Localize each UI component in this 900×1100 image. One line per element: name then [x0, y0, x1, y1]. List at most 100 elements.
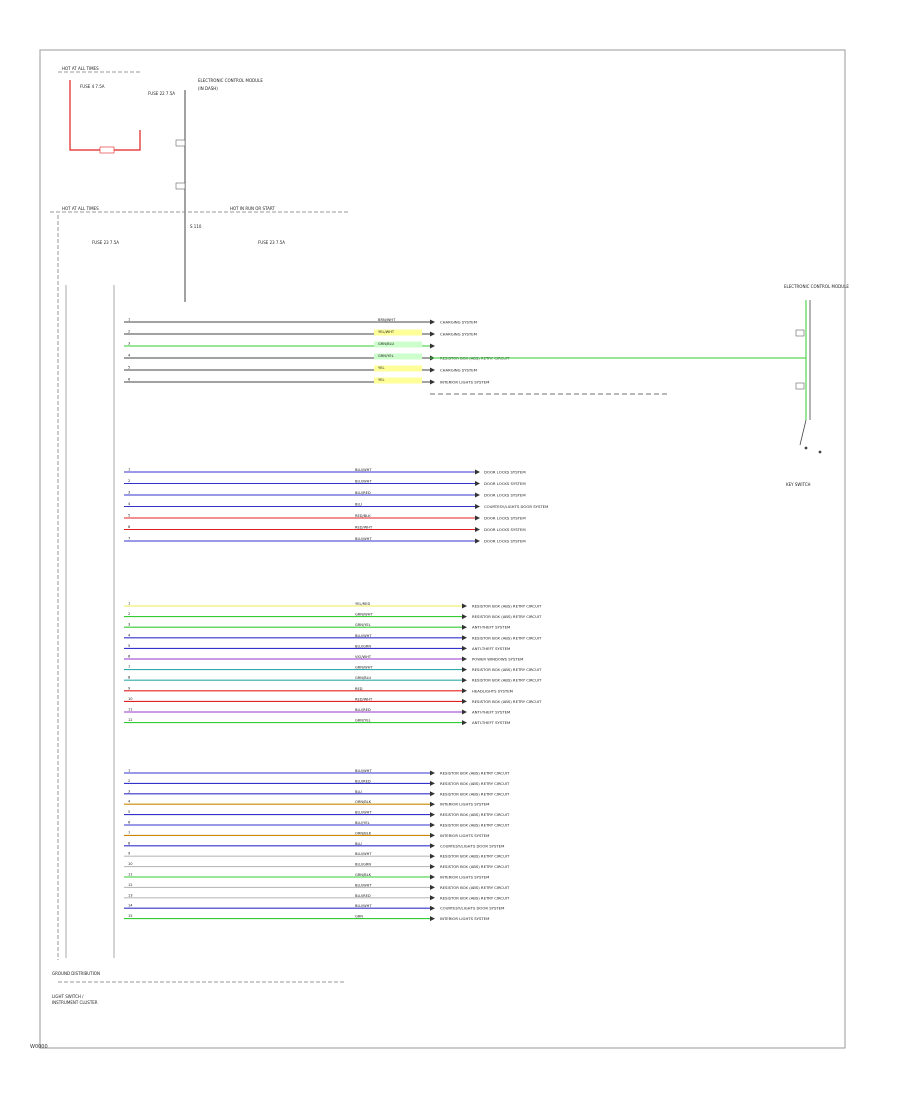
wire-color-label: VIO/WHT	[355, 655, 372, 659]
pin-number: 4	[128, 354, 131, 358]
pin-number: 7	[128, 665, 130, 669]
wire-destination: INTERIOR LIGHTS SYSTEM	[440, 833, 489, 838]
wire-color-label: GRN/WHT	[355, 666, 373, 670]
pin-number: 1	[128, 318, 130, 322]
wire-arrow	[430, 812, 435, 818]
wire-label-highlight	[374, 377, 422, 384]
wire-color-label: BLU	[355, 790, 362, 794]
wire-color-label: BLU/RED	[355, 779, 371, 783]
key-switch-section: KEY SWITCH ELECTRONIC CONTROL MODULE	[784, 284, 849, 487]
wire-arrow	[430, 331, 435, 337]
wire-color-label: ORN/BLK	[355, 831, 372, 835]
splice-label: S 110	[190, 224, 202, 229]
pin-number: 1	[128, 769, 130, 773]
wire-destination: RESISTOR BOX (ABS) RETRY CIRCUIT	[472, 635, 542, 640]
module-title-label: ELECTRONIC CONTROL MODULE	[198, 78, 263, 83]
ground-note-label: GROUND DISTRIBUTION	[52, 971, 100, 976]
wire-color-label: GRN/BLK	[355, 873, 372, 877]
wire-arrow	[462, 698, 467, 704]
red-fuse-loop	[69, 80, 141, 151]
wire-color-label: GRN/YEL	[378, 354, 394, 358]
wire-arrow	[430, 843, 435, 849]
wire-destination: INTERIOR LIGHTS SYSTEM	[440, 802, 489, 807]
pin-number: 6	[128, 378, 131, 382]
wire-color-label: BRN/WHT	[378, 318, 396, 322]
wire-color-label: GRN	[355, 915, 363, 919]
wire-arrow	[430, 780, 435, 786]
pin-number: 9	[128, 686, 131, 690]
wire-color-label: BLU/WHT	[355, 468, 372, 472]
bottom-label-2: INSTRUMENT CLUSTER	[52, 1000, 98, 1005]
hot-in-run-label: HOT IN RUN OR START	[230, 206, 275, 211]
wire-destination: COURTESY/LIGHTS DOOR SYSTEM	[440, 843, 504, 848]
fuse-b-label: FUSE 22 7.5A	[148, 91, 175, 96]
wire-arrow	[430, 367, 435, 373]
wire-arrow	[430, 905, 435, 911]
wire-arrow	[475, 504, 480, 509]
wire-color-label: BLU/WHT	[355, 883, 372, 887]
wire-arrow	[430, 853, 435, 859]
wire-color-label: YEL/RED	[355, 602, 370, 606]
wire-color-label: BLU/RED	[355, 491, 371, 495]
wire-arrow	[430, 801, 435, 807]
wire-color-label: BLU/WHT	[355, 480, 372, 484]
wire-color-label: BLU	[355, 503, 362, 507]
wire-color-label: GRN/YEL	[355, 719, 371, 723]
wire-destination: ANTI-THEFT SYSTEM	[472, 710, 510, 715]
wire-destination: RESISTOR BOX (ABS) RETRY CIRCUIT	[440, 854, 510, 859]
pin-number: 5	[128, 644, 130, 648]
wire-destination: RESISTOR BOX (ABS) RETRY CIRCUIT	[440, 791, 510, 796]
wire-color-label: BLU/WHT	[355, 537, 372, 541]
wire-destination: CHARGING SYSTEM	[440, 332, 477, 337]
wire-color-label: BLU/GRN	[355, 644, 371, 648]
wire-destination: RESISTOR BOX (ABS) RETRY CIRCUIT	[440, 823, 510, 828]
module-sub-label: (IN DASH)	[198, 86, 218, 91]
wire-destination: DOOR LOCKS SYSTEM	[484, 539, 526, 544]
wire-color-label: BLU/RED	[355, 708, 371, 712]
wire-destination: RESISTOR BOX (ABS) RETRY CIRCUIT	[472, 614, 542, 619]
pin-number: 15	[128, 914, 133, 918]
pin-number: 12	[128, 718, 133, 722]
wire-color-label: RED/BLK	[355, 514, 371, 518]
wire-color-label: BLU	[355, 842, 362, 846]
pin-number: 2	[128, 779, 130, 783]
wire-arrow	[462, 614, 467, 620]
wire-color-label: BLU/RED	[355, 894, 371, 898]
wire-arrow	[475, 515, 480, 521]
wire-label-highlight	[374, 329, 422, 336]
right-module-label: ELECTRONIC CONTROL MODULE	[784, 284, 849, 289]
wire-destination: RESISTOR BOX (ABS) RETRY CIRCUIT	[440, 781, 510, 786]
pin-number: 12	[128, 883, 133, 887]
wire-destination: DOOR LOCKS SYSTEM	[484, 516, 526, 521]
pin-number: 11	[128, 708, 133, 712]
wire-arrow	[430, 319, 435, 325]
pin-number: 3	[128, 789, 130, 793]
wire-destination: RESISTOR BOX (ABS) RETRY CIRCUIT	[440, 895, 510, 900]
wire-arrow	[475, 481, 480, 486]
wire-destination: RESISTOR BOX (ABS) RETRY CIRCUIT	[472, 678, 542, 683]
wire-arrow	[462, 645, 467, 651]
wire-destination: POWER WINDOWS SYSTEM	[472, 657, 523, 662]
pin-number: 10	[128, 862, 133, 866]
pin-number: 11	[128, 873, 133, 877]
pin-number: 14	[128, 904, 133, 908]
wire-color-label: RED/WHT	[355, 697, 373, 701]
pin-number: 3	[128, 342, 130, 346]
pin-number: 2	[128, 330, 130, 334]
wire-label-highlight	[374, 365, 422, 372]
bottom-label-1: LIGHT SWITCH /	[52, 994, 84, 999]
wire-arrow	[430, 832, 435, 838]
pin-number: 4	[128, 800, 131, 804]
key-switch-label: KEY SWITCH	[786, 482, 811, 487]
wire-destination: ANTI-THEFT SYSTEM	[472, 646, 510, 651]
diagram-frame	[39, 49, 846, 1049]
fuse-d-label: FUSE 23 7.5A	[258, 240, 285, 245]
wire-arrow	[475, 538, 480, 544]
wire-arrow	[430, 864, 435, 870]
wire-arrow	[462, 688, 467, 694]
wire-color-label: BLU/WHT	[355, 634, 372, 638]
